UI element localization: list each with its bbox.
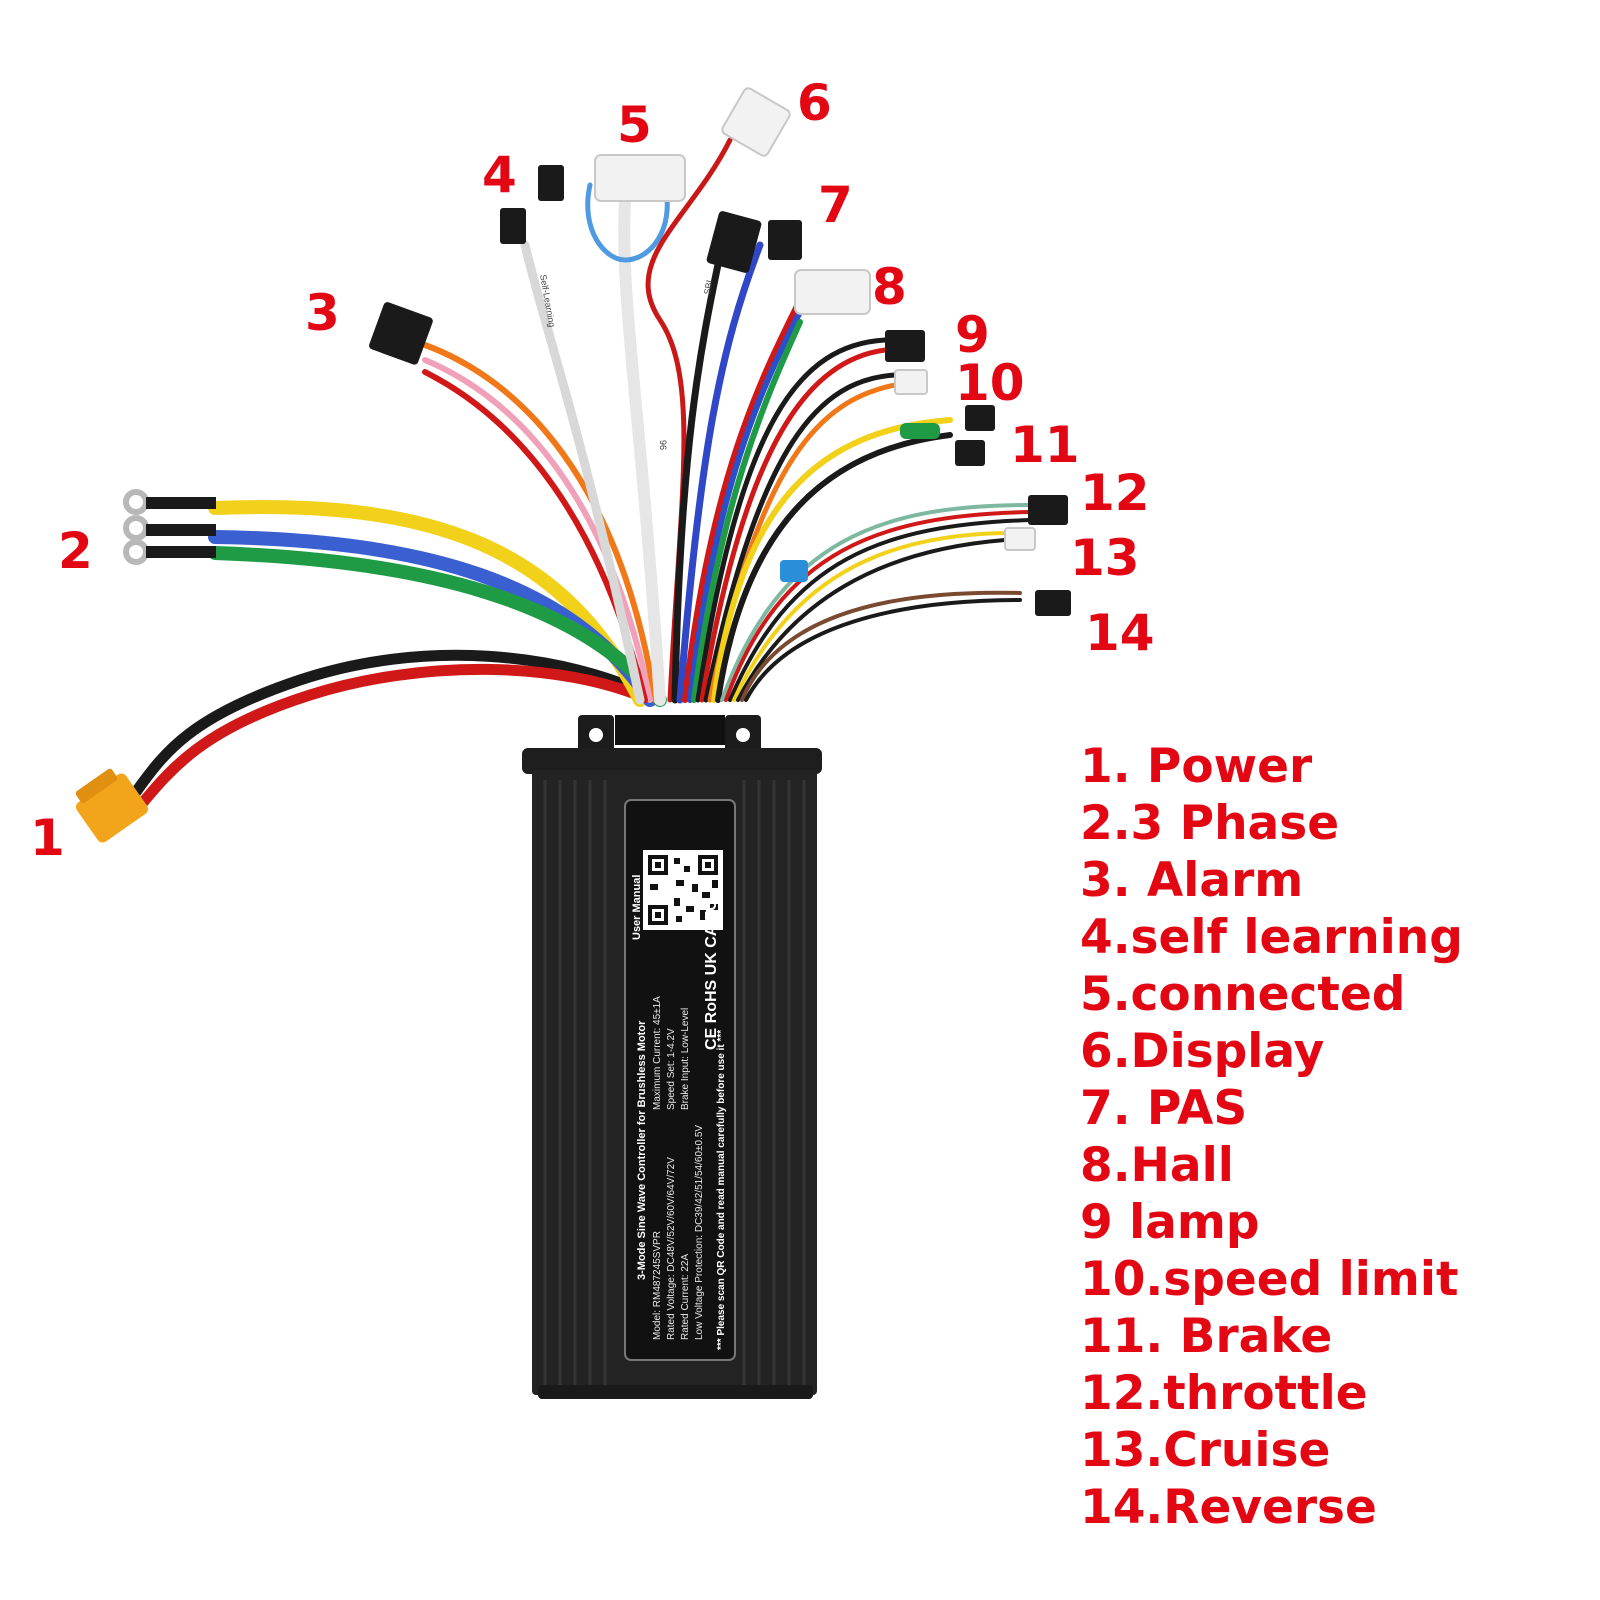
legend-item-14: 14.Reverse — [1080, 1480, 1377, 1535]
callout-2: 2 — [58, 522, 93, 580]
label-rated-voltage: Rated Voltage: DC48V/52V/60V/64V/72V — [666, 1157, 677, 1340]
speed-limit-wire-black — [703, 372, 898, 703]
label-speed-set: Speed Set: 1-4.2V — [666, 1028, 677, 1110]
wire-tag-blue — [780, 560, 808, 582]
hall-wire-green — [691, 319, 803, 703]
speed-limit-connector — [894, 369, 928, 395]
brake-wire-yellow — [711, 417, 953, 703]
label-user-manual: User Manual — [631, 875, 643, 940]
legend: 1. Power 2.3 Phase 3. Alarm 4.self learn… — [1080, 739, 1463, 1535]
qr-code — [643, 850, 723, 930]
label-model: Model: RM487245SVPR — [652, 1231, 663, 1340]
legend-item-2: 2.3 Phase — [1080, 796, 1339, 851]
reverse-wire-brown — [740, 590, 1022, 702]
brake-connector — [900, 405, 995, 466]
legend-item-7: 7. PAS — [1080, 1081, 1247, 1136]
cruise-wire-yellow — [732, 531, 1007, 702]
wire-tag-sbi: SBI — [702, 279, 714, 295]
lamp-connector — [885, 330, 925, 362]
power-wire-black — [124, 649, 666, 806]
callout-6: 6 — [797, 74, 832, 132]
hall-connector — [794, 269, 871, 315]
pas-connector — [706, 211, 802, 273]
throttle-connector — [1028, 495, 1068, 525]
legend-item-3: 3. Alarm — [1080, 853, 1303, 908]
reverse-connector — [1035, 590, 1071, 616]
callout-numbers: 1 2 3 4 5 6 7 8 9 10 11 12 13 14 — [30, 74, 1155, 867]
self-learning-connector — [500, 165, 564, 244]
label-warning: *** Please scan QR Code and read manual … — [716, 1030, 727, 1350]
callout-5: 5 — [617, 96, 652, 154]
callout-1: 1 — [30, 809, 65, 867]
controller-box: User Manual CE RoHS UK CA FC 3-Mode Sine… — [522, 715, 822, 1399]
self-learning-wire — [520, 240, 645, 705]
callout-4: 4 — [482, 146, 517, 204]
legend-item-4: 4.self learning — [1080, 910, 1463, 965]
alarm-wire-pink — [422, 357, 653, 703]
callout-11: 11 — [1010, 416, 1080, 474]
cruise-wire-black — [736, 538, 1007, 702]
brake-wire-black — [715, 432, 953, 703]
display-connector — [721, 87, 791, 157]
wire-tag-96: 96 — [658, 440, 668, 450]
hall-wire-blue — [687, 309, 803, 703]
connectors — [75, 87, 1071, 843]
wire-harness — [124, 137, 1032, 818]
hall-wire-red — [682, 297, 803, 703]
lamp-wire-red — [699, 347, 888, 703]
legend-item-8: 8.Hall — [1080, 1138, 1234, 1193]
legend-item-11: 11. Brake — [1080, 1309, 1332, 1364]
pas-wire-blue — [676, 241, 764, 704]
phase-ring-terminals — [123, 489, 216, 565]
legend-item-9: 9 lamp — [1080, 1195, 1260, 1250]
throttle-wire-green — [720, 503, 1032, 702]
callout-3: 3 — [305, 284, 340, 342]
label-certifications: CE RoHS UK CA FC — [703, 899, 720, 1050]
reverse-wire-black — [744, 598, 1022, 702]
alarm-wire-orange — [422, 342, 658, 703]
callout-12: 12 — [1080, 464, 1150, 522]
label-brake-input: Brake Input: Low-Level — [680, 1008, 691, 1110]
connected-wire-white — [618, 194, 666, 706]
legend-item-12: 12.throttle — [1080, 1366, 1368, 1421]
callout-7: 7 — [818, 176, 853, 234]
throttle-wire-black — [728, 518, 1032, 702]
power-wire-red — [129, 663, 656, 818]
callout-8: 8 — [872, 258, 907, 316]
connected-connector — [594, 154, 686, 202]
controller-label-plate — [624, 799, 736, 1361]
heatsink-fins — [543, 780, 806, 1385]
legend-item-1: 1. Power — [1080, 739, 1313, 794]
throttle-wire-red — [724, 510, 1032, 702]
label-rated-current: Rated Current: 22A — [680, 1254, 691, 1340]
pas-wire-black — [671, 251, 724, 704]
cruise-connector — [1004, 527, 1036, 551]
label-title: 3-Mode Sine Wave Controller for Brushles… — [636, 1020, 648, 1280]
legend-item-10: 10.speed limit — [1080, 1252, 1458, 1307]
callout-9: 9 — [955, 306, 990, 364]
callout-10: 10 — [955, 354, 1025, 412]
phase-wire-green — [208, 546, 667, 707]
power-connector — [75, 768, 148, 843]
legend-item-6: 6.Display — [1080, 1024, 1324, 1079]
legend-item-5: 5.connected — [1080, 967, 1405, 1022]
legend-item-13: 13.Cruise — [1080, 1423, 1330, 1478]
connected-wire-blue — [585, 182, 628, 263]
controller-label-text: User Manual CE RoHS UK CA FC 3-Mode Sine… — [631, 875, 727, 1350]
label-max-current: Maximum Current: 45±1A — [652, 996, 663, 1110]
label-low-voltage: Low Voltage Protection: DC39/42/51/54/60… — [694, 1125, 705, 1340]
alarm-connector — [369, 302, 433, 365]
callout-14: 14 — [1085, 604, 1155, 662]
callout-13: 13 — [1070, 529, 1140, 587]
lamp-wire-black — [695, 337, 888, 703]
